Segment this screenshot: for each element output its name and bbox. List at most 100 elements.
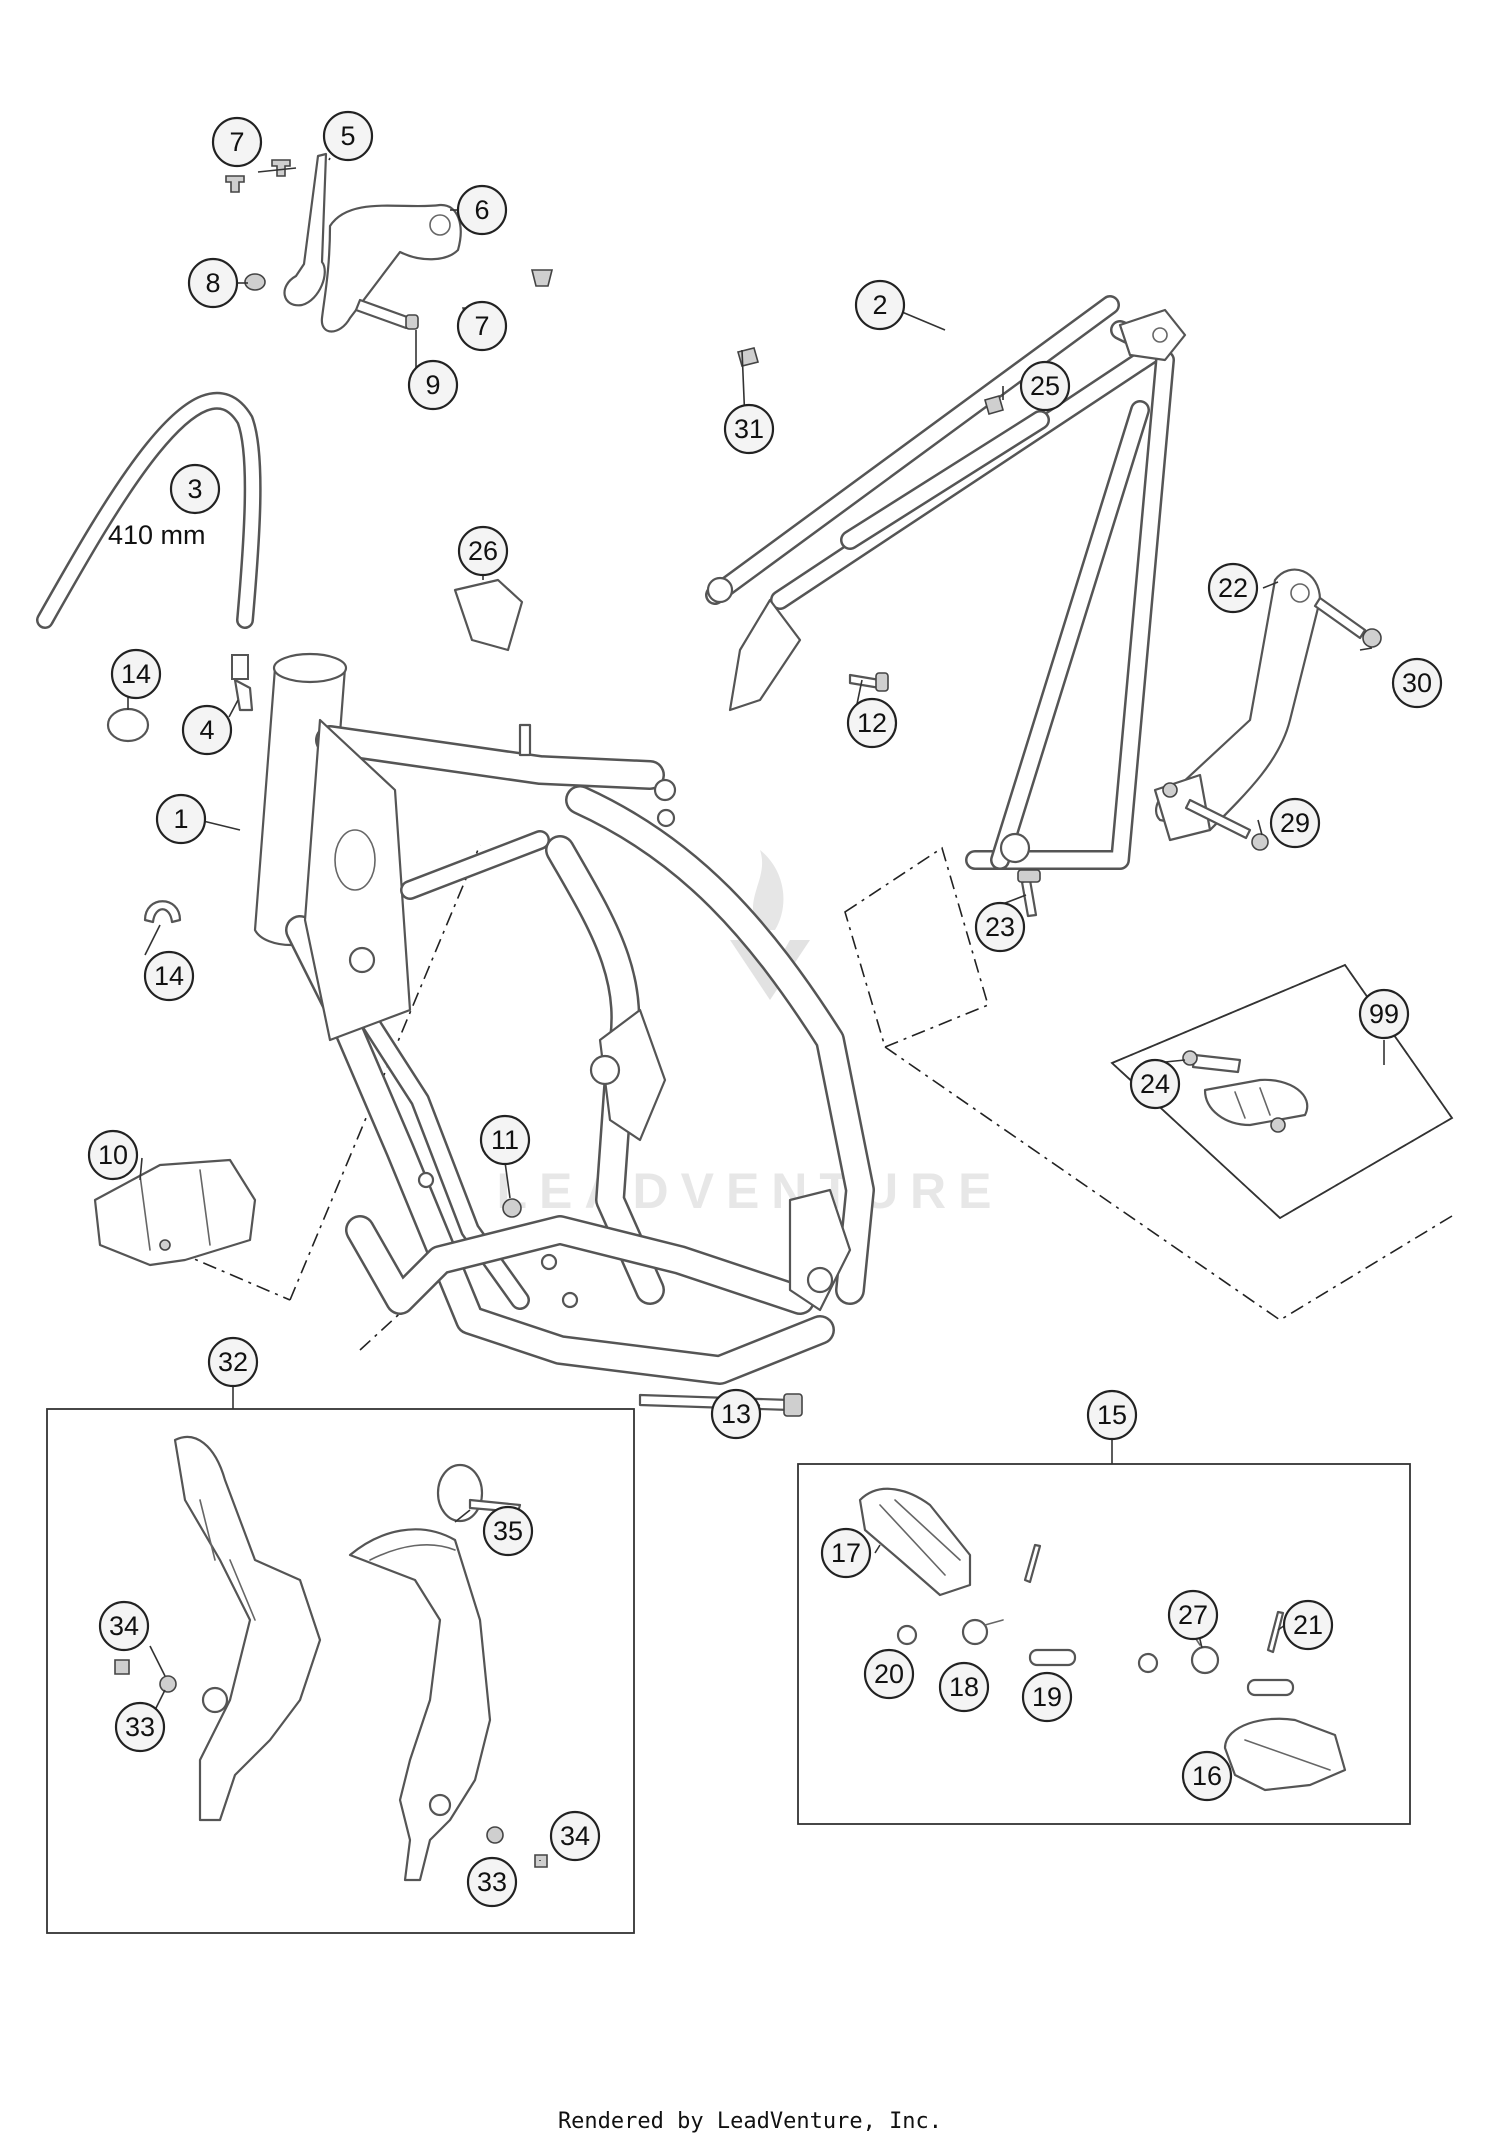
callout-2: 2 [854, 279, 906, 331]
svg-text:25: 25 [1030, 371, 1060, 401]
box-footpeg-set [797, 1463, 1411, 1825]
callout-6: 6 [456, 184, 508, 236]
svg-text:30: 30 [1402, 668, 1432, 698]
subframe-bolt-23 [1017, 869, 1041, 918]
svg-text:3: 3 [187, 474, 202, 504]
side-stand [1153, 568, 1322, 842]
svg-text:23: 23 [985, 912, 1015, 942]
svg-text:99: 99 [1369, 999, 1399, 1029]
svg-text:11: 11 [491, 1125, 519, 1155]
callout-11: 11 [479, 1114, 531, 1166]
svg-text:34: 34 [560, 1821, 590, 1851]
svg-text:18: 18 [949, 1672, 979, 1702]
svg-text:29: 29 [1280, 808, 1310, 838]
svg-text:21: 21 [1293, 1610, 1323, 1640]
box-linkage-kit [1110, 963, 1454, 1220]
spring-18 [961, 1618, 1004, 1646]
svg-text:33: 33 [125, 1712, 155, 1742]
callout-14-bottom: 14 [143, 950, 195, 1002]
svg-text:19: 19 [1032, 1682, 1062, 1712]
cotter-pin-21 [1266, 1610, 1285, 1654]
callout-29: 29 [1269, 797, 1321, 849]
callout-7-right: 7 [456, 300, 508, 352]
stand-bolt-29 [1184, 798, 1269, 851]
washer-33-right [486, 1826, 504, 1844]
hose-clamp-lower [143, 900, 182, 924]
svg-text:31: 31 [734, 414, 764, 444]
callout-14-top: 14 [110, 648, 162, 700]
washer-27 [1137, 1652, 1159, 1674]
pin-19 [1028, 1648, 1077, 1667]
main-frame [253, 652, 875, 1385]
svg-text:10: 10 [98, 1140, 128, 1170]
callout-5: 5 [322, 110, 374, 162]
callout-10: 10 [87, 1129, 139, 1181]
svg-text:5: 5 [340, 121, 355, 151]
hose-length-label: 410 mm [108, 520, 206, 550]
callout-34-left: 34 [98, 1600, 150, 1652]
subframe-bolt-25 [984, 395, 1004, 415]
rear-subframe [705, 295, 1187, 870]
frame-protector-right [348, 1528, 492, 1882]
callout-26: 26 [457, 525, 509, 577]
hose-clamp-upper [106, 707, 150, 743]
engine-guard [93, 1158, 257, 1267]
svg-text:2: 2 [872, 290, 887, 320]
callout-1: 1 [155, 793, 207, 845]
screw-34-left [114, 1659, 130, 1675]
callout-4: 4 [181, 704, 233, 756]
svg-text:22: 22 [1218, 573, 1248, 603]
frame-protector-left [173, 1435, 322, 1822]
cotter-pin-left [1023, 1543, 1042, 1584]
stand-bolt-30 [1313, 596, 1382, 648]
svg-text:6: 6 [474, 195, 489, 225]
footer-credit: Rendered by LeadVenture, Inc. [558, 2109, 942, 2134]
svg-text:35: 35 [493, 1516, 523, 1546]
callout-25: 25 [1019, 360, 1071, 412]
svg-text:14: 14 [121, 659, 151, 689]
svg-text:32: 32 [218, 1347, 248, 1377]
callout-9: 9 [407, 359, 459, 411]
callout-7-top: 7 [211, 116, 263, 168]
callout-12: 12 [846, 697, 898, 749]
callout-33-right: 33 [466, 1856, 518, 1908]
callout-18: 18 [938, 1661, 990, 1713]
svg-text:27: 27 [1178, 1600, 1208, 1630]
breather-hose [36, 391, 262, 712]
callout-21: 21 [1282, 1599, 1334, 1651]
svg-text:14: 14 [154, 961, 184, 991]
callout-13: 13 [710, 1388, 762, 1440]
svg-text:16: 16 [1192, 1761, 1222, 1791]
washer-33-left [159, 1675, 177, 1693]
callout-3: 3 [169, 463, 221, 515]
top-bracket-parts [225, 152, 554, 333]
callout-22: 22 [1207, 562, 1259, 614]
callout-33-left: 33 [114, 1701, 166, 1753]
svg-text:17: 17 [831, 1538, 861, 1568]
svg-text:7: 7 [229, 127, 244, 157]
watermark-text: LEADVENTURE [496, 1163, 1003, 1219]
callout-99: 99 [1358, 988, 1410, 1040]
callout-16: 16 [1181, 1750, 1233, 1802]
callout-24: 24 [1129, 1058, 1181, 1110]
subframe-bolt-31 [737, 347, 759, 367]
svg-text:20: 20 [874, 1659, 904, 1689]
linkage-kit-parts [1182, 1050, 1309, 1133]
callouts: 1 2 3 4 5 6 7 7 8 9 10 11 12 13 14 14 15… [87, 110, 1443, 1908]
callout-31: 31 [723, 403, 775, 455]
subframe-bolt-12 [848, 672, 889, 692]
svg-text:12: 12 [857, 708, 887, 738]
frame-nut [502, 1198, 522, 1218]
leadventure-watermark: LEADVENTURE [496, 850, 1003, 1219]
svg-text:4: 4 [199, 715, 214, 745]
callout-34-right: 34 [549, 1810, 601, 1862]
callout-35: 35 [482, 1505, 534, 1557]
callout-20: 20 [863, 1648, 915, 1700]
svg-text:34: 34 [109, 1611, 139, 1641]
svg-text:33: 33 [477, 1867, 507, 1897]
svg-text:9: 9 [425, 370, 440, 400]
svg-text:13: 13 [721, 1399, 751, 1429]
footpeg-left [858, 1487, 972, 1597]
frame-sticker [453, 578, 524, 652]
